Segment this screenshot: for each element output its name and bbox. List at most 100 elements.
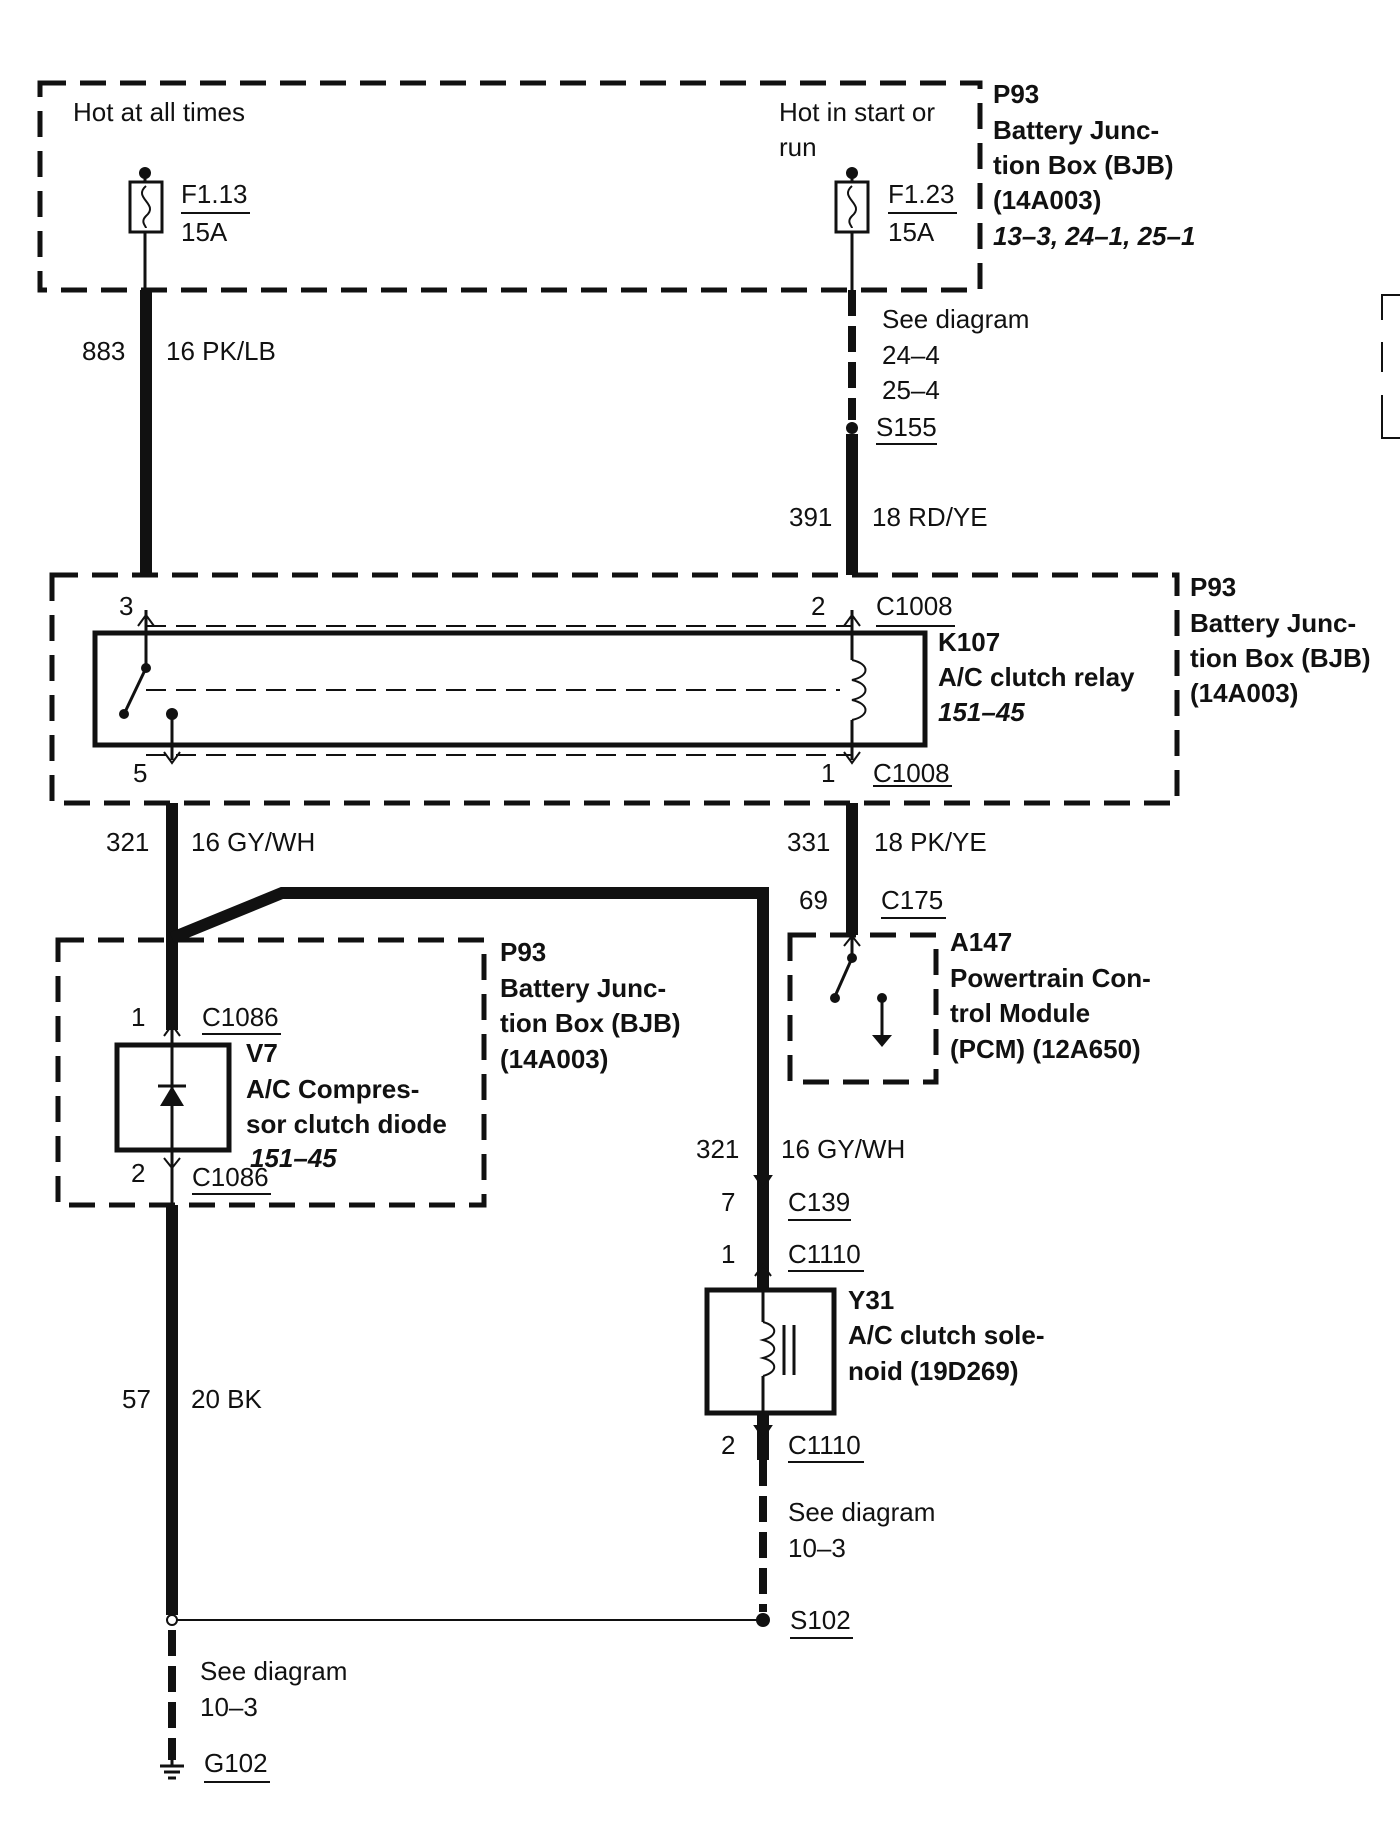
solenoid-name-2: noid (19D269) (848, 1356, 1019, 1386)
solenoid-name-1: A/C clutch sole- (848, 1320, 1044, 1350)
wire-57-circuit: 57 (122, 1384, 151, 1414)
diode-conn-top: C1086 (202, 1002, 279, 1032)
bjb-relay-box-outline (49, 572, 1180, 806)
pcm-ground-icon (872, 1035, 892, 1047)
wire-331-circuit: 331 (787, 827, 830, 857)
pcm-name-3: (PCM) (12A650) (950, 1034, 1141, 1064)
solenoid-id: Y31 (848, 1285, 894, 1315)
bjb-top-name-2: tion Box (BJB) (993, 150, 1174, 180)
s155-see-label: See diagram (882, 304, 1029, 334)
wire-321b-spec: 16 GY/WH (781, 1134, 905, 1164)
hot-at-all-times-label: Hot at all times (73, 97, 245, 127)
fuse-right-element (846, 185, 858, 229)
pcm-name-1: Powertrain Con- (950, 963, 1151, 993)
bjb-diode-box: 1 C1086 2 C1086 V7 A/C Compres- sor clut… (55, 937, 681, 1208)
pin3-arrow (137, 613, 155, 627)
diode-pin1-arrow (163, 1023, 181, 1037)
diode-pin2: 2 (131, 1158, 145, 1188)
s102-ref: 10–3 (788, 1533, 846, 1563)
fuse-left-element (140, 185, 152, 229)
fuse-right-id: F1.23 (888, 179, 955, 209)
bjb-relay-name-2: tion Box (BJB) (1190, 643, 1371, 673)
pcm-switch-arm (834, 957, 854, 995)
relay-pin2: 2 (811, 591, 825, 621)
offpage-bracket (1381, 294, 1400, 439)
relay-ref: 151–45 (938, 697, 1025, 727)
bjb-top-id: P93 (993, 79, 1039, 109)
relay-nc-contact (119, 709, 129, 719)
bjb-fuse-box: Hot at all times Hot in start or run F1.… (37, 79, 1195, 293)
fuse-right-body (834, 180, 870, 234)
pin5-arrow (163, 751, 181, 765)
wire-331-spec: 18 PK/YE (874, 827, 987, 857)
diode-pin1: 1 (131, 1002, 145, 1032)
wire-321a-circuit: 321 (106, 827, 149, 857)
wire-391-spec: 18 RD/YE (872, 502, 988, 532)
g102-ref: 10–3 (200, 1692, 258, 1722)
bjb-fuse-box-outline (37, 80, 983, 293)
bjb-relay-box: 3 2 C1008 5 1 C1008 K107 A/C clutch rela… (49, 572, 1371, 806)
pin1-arrow (843, 751, 861, 765)
bjb-top-name-3: (14A003) (993, 185, 1101, 215)
hot-in-start-label-2: run (779, 132, 817, 162)
wire-883-spec: 16 PK/LB (166, 336, 276, 366)
c139-pin: 7 (721, 1187, 735, 1217)
fuse-left-rating: 15A (181, 217, 228, 247)
g102-see-label: See diagram (200, 1656, 347, 1686)
bjb-relay-id: P93 (1190, 572, 1236, 602)
relay-coil (851, 659, 867, 721)
diode-id: V7 (246, 1038, 278, 1068)
pin2-arrow (843, 613, 861, 627)
hot-in-start-label-1: Hot in start or (779, 97, 935, 127)
splice-s102-junction (166, 1614, 178, 1626)
bjb-top-name-1: Battery Junc- (993, 115, 1159, 145)
relay-switch-arm (124, 667, 148, 711)
s155-ref-2: 25–4 (882, 375, 940, 405)
solenoid-conn-bottom: C1110 (788, 1430, 861, 1460)
solenoid-body (704, 1287, 837, 1416)
solenoid-pin2: 2 (721, 1430, 735, 1460)
bjb-diode-box-outline (55, 937, 487, 1208)
diode-name-1: A/C Compres- (246, 1074, 419, 1104)
wire-391-circuit: 391 (789, 502, 832, 532)
solenoid-pin1-arrow (754, 1263, 772, 1277)
relay-conn-top: C1008 (876, 591, 953, 621)
wire-321a-spec: 16 GY/WH (191, 827, 315, 857)
pcm-module (787, 932, 939, 1085)
c139-label: C139 (788, 1187, 850, 1217)
fuse-left-body (128, 180, 164, 234)
ground-g102-icon (160, 1755, 184, 1780)
ground-g102-label: G102 (204, 1748, 268, 1778)
pcm-conn: C175 (881, 885, 943, 915)
relay-conn-bottom: C1008 (873, 758, 950, 788)
s102-see-label: See diagram (788, 1497, 935, 1527)
solenoid-conn-top: C1110 (788, 1239, 861, 1269)
pcm-name-2: trol Module (950, 998, 1090, 1028)
pcm-pin: 69 (799, 885, 828, 915)
pcm-switch-end (830, 993, 840, 1003)
bjb-diode-name-2: tion Box (BJB) (500, 1008, 681, 1038)
bjb-top-ref: 13–3, 24–1, 25–1 (993, 221, 1195, 251)
s155-ref-1: 24–4 (882, 340, 940, 370)
relay-name: A/C clutch relay (938, 662, 1135, 692)
bjb-relay-name-1: Battery Junc- (1190, 608, 1356, 638)
wire-57-spec: 20 BK (191, 1384, 262, 1414)
fuse-right-rating: 15A (888, 217, 935, 247)
diode-name-2: sor clutch diode (246, 1109, 447, 1139)
pcm-id: A147 (950, 927, 1012, 957)
wire-321b-circuit: 321 (696, 1134, 739, 1164)
fuse-left-id: F1.13 (181, 179, 248, 209)
bjb-diode-name-3: (14A003) (500, 1044, 608, 1074)
diode-symbol-icon (160, 1086, 184, 1106)
bjb-relay-name-3: (14A003) (1190, 678, 1298, 708)
relay-pin1: 1 (821, 758, 835, 788)
c139-pin-arrow (753, 1175, 773, 1190)
wire-883-circuit: 883 (82, 336, 125, 366)
fuse-f1-23 (834, 167, 870, 290)
pcm-outline (787, 932, 939, 1085)
relay-pin5: 5 (133, 758, 147, 788)
diode-ref: 151–45 (250, 1143, 337, 1173)
solenoid-pin1: 1 (721, 1239, 735, 1269)
solenoid-pin2-arrow (753, 1425, 773, 1440)
